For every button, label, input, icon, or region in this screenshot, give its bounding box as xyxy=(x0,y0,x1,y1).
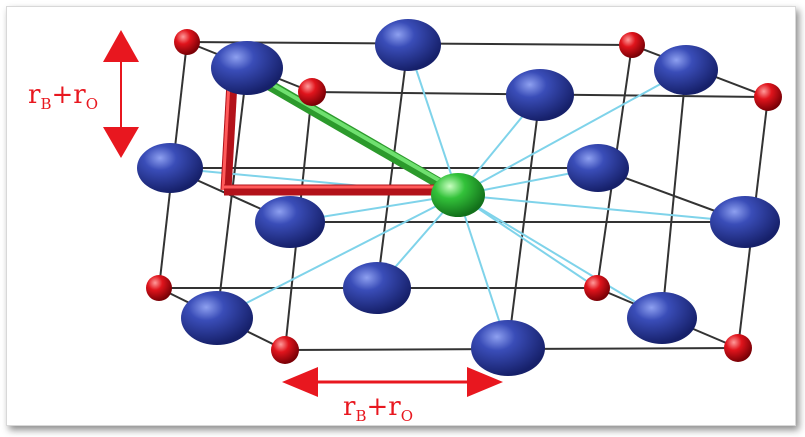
cell-edge xyxy=(661,69,687,319)
left-distance-label: rB+rO xyxy=(28,82,98,112)
b-site-atom xyxy=(627,292,697,344)
o-atom xyxy=(584,275,610,301)
b-site-atom xyxy=(343,262,411,314)
label-subscript-b: B xyxy=(355,407,367,425)
bond xyxy=(216,194,459,319)
distance-bars xyxy=(220,66,462,199)
b-site-atom xyxy=(710,196,780,248)
bottom-distance-label: rB+rO xyxy=(343,394,413,424)
label-r: r xyxy=(343,392,356,422)
label-plus: + xyxy=(51,80,74,110)
b-site-atom xyxy=(137,143,203,193)
label-plus: + xyxy=(366,392,389,422)
diagonal-bar-highlight xyxy=(245,68,458,192)
o-atom xyxy=(271,336,299,364)
arrowhead-right xyxy=(467,367,503,397)
vertical-distance-bar-highlight xyxy=(221,81,231,191)
label-r: r xyxy=(28,80,41,110)
vertical-distance-bar xyxy=(220,81,238,191)
arrowhead-up xyxy=(103,30,139,62)
label-subscript-b: B xyxy=(40,95,52,113)
o-atom xyxy=(298,78,326,106)
vertical-double-arrow xyxy=(103,30,139,158)
b-site-atom xyxy=(654,45,718,95)
o-atom xyxy=(724,334,752,362)
b-site-atom xyxy=(255,196,325,248)
b-site-atom xyxy=(471,320,545,376)
b-site-atom xyxy=(375,19,441,71)
bond xyxy=(457,194,746,223)
o-atom xyxy=(619,32,645,58)
cell-edge xyxy=(376,44,409,289)
b-site-atom xyxy=(506,69,574,121)
label-r: r xyxy=(73,80,86,110)
bond xyxy=(457,194,663,319)
bond xyxy=(457,194,598,289)
a-site-atom xyxy=(431,173,485,217)
o-atom xyxy=(754,83,782,111)
label-subscript-o: O xyxy=(85,95,99,113)
b-site-atom xyxy=(211,41,283,95)
b-site-atom xyxy=(567,144,629,192)
bond xyxy=(457,69,687,196)
o-atom xyxy=(174,29,200,55)
arrowhead-down xyxy=(103,127,139,158)
horizontal-double-arrow xyxy=(282,367,503,397)
arrowhead-left xyxy=(282,367,318,397)
label-r: r xyxy=(388,392,401,422)
o-atom xyxy=(146,275,172,301)
b-site-atom xyxy=(181,291,253,345)
label-subscript-o: O xyxy=(400,407,414,425)
